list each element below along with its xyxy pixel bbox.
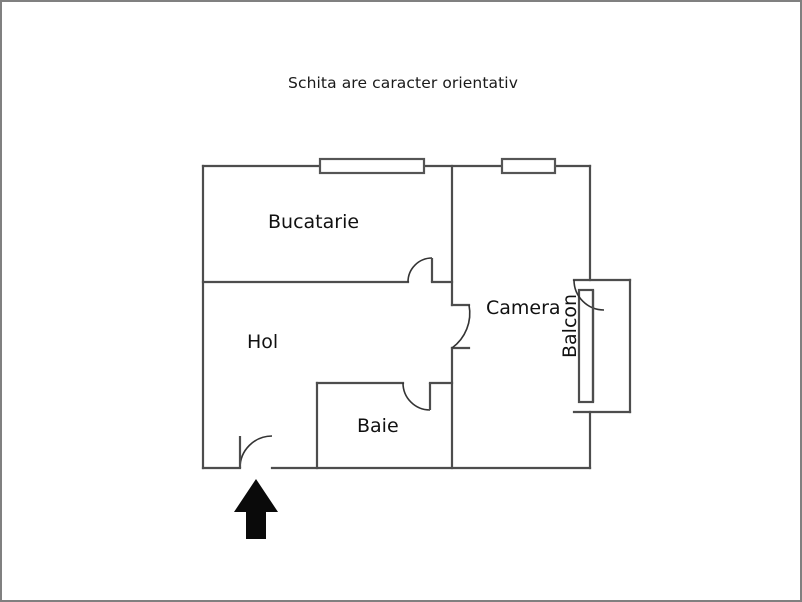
room-label-balcon: Balcon: [559, 293, 581, 358]
door-baie-arc: [402, 382, 431, 411]
window-camera: [500, 157, 557, 175]
door-camera-arc: [451, 304, 471, 349]
room-label-bucatarie: Bucatarie: [268, 211, 360, 233]
window-group: [318, 157, 557, 175]
entrance-arrow: [234, 479, 278, 539]
page-title: Schita are caracter orientativ: [288, 74, 518, 92]
door-bucatarie-arc: [407, 257, 433, 283]
room-label-camera: Camera: [486, 297, 561, 319]
door-balcon-arc: [573, 279, 605, 311]
door-entrance-arc: [239, 435, 273, 469]
window-bucatarie: [318, 157, 426, 175]
room-label-hol: Hol: [247, 331, 279, 353]
room-label-baie: Baie: [357, 415, 399, 437]
